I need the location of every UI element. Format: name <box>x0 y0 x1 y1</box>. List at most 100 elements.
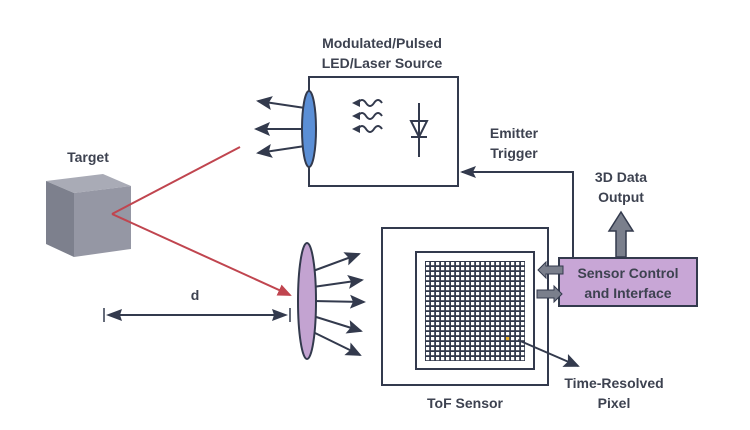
sensor-pixel <box>461 267 465 271</box>
sensor-pixel <box>426 352 430 356</box>
sensor-pixel <box>471 312 475 316</box>
sensor-pixel <box>516 317 520 321</box>
sensor-pixel <box>521 267 525 271</box>
sensor-pixel <box>516 282 520 286</box>
sensor-pixel <box>491 332 495 336</box>
sensor-pixel <box>481 312 485 316</box>
sensor-pixel <box>476 352 480 356</box>
sensor-pixel <box>446 287 450 291</box>
sensor-pixel <box>441 267 445 271</box>
sensor-pixel <box>431 287 435 291</box>
sensor-pixel <box>486 282 490 286</box>
sensor-pixel <box>476 292 480 296</box>
emitted-ray <box>256 96 306 110</box>
sensor-pixel <box>431 332 435 336</box>
sensor-pixel <box>506 312 510 316</box>
sensor-pixel <box>441 297 445 301</box>
sensor-pixel <box>431 307 435 311</box>
sensor-pixel <box>441 277 445 281</box>
sensor-pixel <box>516 312 520 316</box>
sensor-pixel <box>446 312 450 316</box>
sensor-pixel <box>466 337 470 341</box>
sensor-pixel <box>456 337 460 341</box>
sensor-pixel <box>461 352 465 356</box>
sensor-pixel <box>471 337 475 341</box>
sensor-pixel <box>501 272 505 276</box>
sensor-pixel <box>481 327 485 331</box>
sensor-pixel <box>451 292 455 296</box>
sensor-pixel <box>501 292 505 296</box>
sensor-pixel <box>476 337 480 341</box>
sensor-pixel <box>491 302 495 306</box>
sensor-pixel <box>511 332 515 336</box>
sensor-pixel <box>506 302 510 306</box>
sensor-pixel <box>451 347 455 351</box>
sensor-pixel <box>466 287 470 291</box>
sensor-pixel <box>471 262 475 266</box>
sensor-pixel <box>506 357 510 361</box>
sensor-pixel <box>471 302 475 306</box>
sensor-pixel <box>466 317 470 321</box>
sensor-pixel <box>476 287 480 291</box>
sensor-pixel <box>491 267 495 271</box>
sensor-pixel <box>481 357 485 361</box>
sensor-pixel <box>491 272 495 276</box>
sensor-pixel <box>451 282 455 286</box>
sensor-pixel <box>456 352 460 356</box>
sensor-pixel <box>426 347 430 351</box>
sensor-pixel <box>451 277 455 281</box>
pixel-label-line1: Time-Resolved <box>564 375 663 391</box>
sensor-pixel <box>521 312 525 316</box>
sensor-pixel <box>481 262 485 266</box>
sensor-pixel <box>431 317 435 321</box>
sensor-pixel <box>466 312 470 316</box>
sensor-pixel <box>516 277 520 281</box>
sensor-pixel <box>446 272 450 276</box>
sensor-pixel <box>476 272 480 276</box>
sensor-pixel <box>461 347 465 351</box>
sensor-pixel <box>436 322 440 326</box>
sensor-pixel <box>451 262 455 266</box>
sensor-pixel <box>521 297 525 301</box>
sensor-pixel <box>506 292 510 296</box>
sensor-pixel <box>426 307 430 311</box>
sensor-pixel <box>506 347 510 351</box>
sensor-pixel <box>521 302 525 306</box>
sensor-pixel <box>521 332 525 336</box>
sensor-pixel <box>506 282 510 286</box>
sensor-pixel <box>466 277 470 281</box>
sensor-pixel <box>521 282 525 286</box>
target-label: Target <box>67 149 109 165</box>
sensor-pixel <box>511 347 515 351</box>
focused-rays <box>312 252 366 356</box>
sensor-pixel <box>461 337 465 341</box>
sensor-pixel <box>441 312 445 316</box>
sensor-pixel <box>486 307 490 311</box>
sensor-pixel <box>516 347 520 351</box>
sensor-pixel <box>521 357 525 361</box>
sensor-pixel <box>466 307 470 311</box>
sensor-pixel <box>461 302 465 306</box>
sensor-pixel <box>431 297 435 301</box>
sensor-pixel <box>481 342 485 346</box>
sensor-pixel <box>501 267 505 271</box>
sensor-pixel <box>476 342 480 346</box>
sensor-pixel <box>506 262 510 266</box>
sensor-pixel <box>456 357 460 361</box>
sensor-pixel <box>511 317 515 321</box>
sensor-pixel <box>481 302 485 306</box>
sensor-pixel <box>481 292 485 296</box>
sensor-pixel <box>431 282 435 286</box>
data-output-arrow <box>607 210 635 258</box>
sensor-pixel <box>446 342 450 346</box>
sensor-pixel <box>426 302 430 306</box>
sensor-pixel <box>486 277 490 281</box>
reflected-light-ray <box>111 213 292 296</box>
sensor-pixel <box>511 327 515 331</box>
sensor-pixel <box>471 332 475 336</box>
sensor-pixel <box>426 277 430 281</box>
sensor-pixel <box>446 297 450 301</box>
sensor-pixel <box>501 357 505 361</box>
sensor-pixel <box>501 277 505 281</box>
sensor-pixel <box>431 357 435 361</box>
